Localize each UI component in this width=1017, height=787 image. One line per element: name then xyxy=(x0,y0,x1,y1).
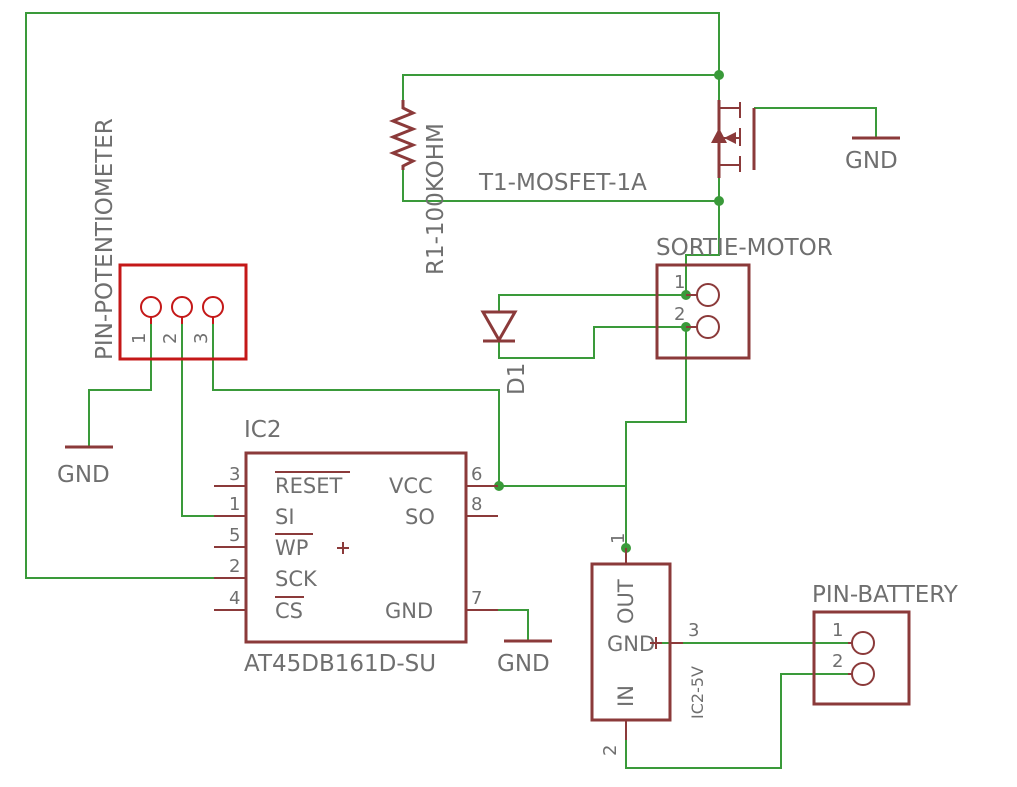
wire-diode-top xyxy=(498,294,686,313)
ic2-pin-name-gnd: GND xyxy=(385,599,433,623)
r1-label: R1-100KOHM xyxy=(423,123,449,275)
mosfet-t1: T1-MOSFET-1A xyxy=(478,100,756,196)
wire-mosfet-source xyxy=(685,178,720,293)
ic2-pin-number: 6 xyxy=(471,464,482,485)
wire-r1-bottom xyxy=(402,170,719,202)
wire-reg-in-battery2 xyxy=(625,673,848,769)
diode-d1: D1 xyxy=(480,310,530,395)
ic2-part-label: AT45DB161D-SU xyxy=(244,651,436,677)
gnd-symbol-mosfet: GND xyxy=(845,136,900,174)
regulator-gnd-label: GND xyxy=(607,632,655,656)
ic2-pin-number: 1 xyxy=(229,494,240,515)
ic2-pin-number: 4 xyxy=(229,588,240,609)
resistor-r1: R1-100KOHM xyxy=(388,100,449,275)
ic2-pin-name-reset: RESET xyxy=(275,474,342,498)
wire-r1-top xyxy=(402,74,719,100)
potentiometer-pin-number: 3 xyxy=(191,333,212,344)
d1-label: D1 xyxy=(504,363,530,395)
wire-diode-bottom xyxy=(498,326,686,359)
ic2-pin-name-sck: SCK xyxy=(275,567,318,591)
junctions xyxy=(494,70,724,553)
regulator-ic2-5v: 1 2 3 OUT GND IN IC2-5V xyxy=(590,533,707,756)
wires xyxy=(25,12,877,769)
mosfet-body-diode xyxy=(711,128,727,143)
potentiometer-pin-number: 1 xyxy=(129,333,150,344)
junction-dot xyxy=(714,70,724,80)
gnd-label: GND xyxy=(845,148,898,174)
pin-battery-label: PIN-BATTERY xyxy=(812,582,959,608)
ic2-pin-number: 5 xyxy=(229,525,240,546)
regulator-pin-number: 1 xyxy=(608,533,629,544)
regulator-pin-number: 3 xyxy=(688,620,699,641)
pin-potentiometer-label: PIN-POTENTIOMETER xyxy=(92,118,118,360)
ic2-pin-number: 2 xyxy=(229,556,240,577)
regulator-in-label: IN xyxy=(614,685,638,707)
t1-label: T1-MOSFET-1A xyxy=(478,170,647,196)
ic2-pin-name-si: SI xyxy=(275,505,295,529)
ic2-pin-number: 7 xyxy=(471,588,482,609)
ic2-pin-name-wp: WP xyxy=(275,536,308,560)
motor-pad-1 xyxy=(696,283,720,307)
potentiometer-pad-2 xyxy=(171,296,193,318)
ic2-pin-number: 8 xyxy=(471,494,482,515)
pin-battery-connector: PIN-BATTERY 1 2 xyxy=(812,582,959,706)
wire-pot3 xyxy=(212,322,500,486)
potentiometer-pad-3 xyxy=(202,296,224,318)
battery-pin-number: 2 xyxy=(832,651,843,672)
potentiometer-pin-number: 2 xyxy=(160,333,181,344)
potentiometer-header-body xyxy=(118,263,248,361)
battery-pad-1 xyxy=(851,631,875,655)
potentiometer-pad-1 xyxy=(140,296,162,318)
junction-dot xyxy=(494,481,504,491)
junction-dot xyxy=(714,196,724,206)
diode-triangle xyxy=(480,310,518,344)
motor-connector-body xyxy=(655,263,751,360)
regulator-pin-number: 2 xyxy=(600,745,621,756)
regulator-part-label: IC2-5V xyxy=(688,666,707,719)
wire-mosfet-gnd xyxy=(754,107,877,137)
pin-potentiometer: PIN-POTENTIOMETER 1 2 3 xyxy=(92,118,248,361)
battery-pin-number: 1 xyxy=(832,620,843,641)
ic2-pin-number: 3 xyxy=(229,464,240,485)
gnd-symbol-ic2: GND xyxy=(497,639,552,677)
motor-pin-number: 1 xyxy=(674,272,685,293)
battery-connector-body xyxy=(812,610,911,706)
wire-motor-to-vcc xyxy=(625,327,687,548)
regulator-out-label: OUT xyxy=(614,579,638,624)
wire-top-loop xyxy=(25,12,720,579)
wire-ic2-gnd xyxy=(467,609,529,640)
gnd-label: GND xyxy=(497,651,550,677)
ic2-pin-name-so: SO xyxy=(405,505,435,529)
ic2-chip: IC2 3 1 5 2 4 RESET SI WP SCK CS 6 8 7 V… xyxy=(214,417,498,677)
motor-pad-2 xyxy=(696,315,720,339)
ic2-pin-name-cs: CS xyxy=(275,599,303,623)
gnd-symbol-left: GND xyxy=(57,445,113,488)
wire-pot2-si xyxy=(181,322,220,517)
ic2-label: IC2 xyxy=(244,417,281,443)
mosfet-arrow xyxy=(724,132,736,144)
sortie-motor-connector: SORTIE-MOTOR 1 2 xyxy=(655,235,833,360)
wire-pot1-gnd xyxy=(88,322,152,446)
motor-pin-number: 2 xyxy=(674,304,685,325)
resistor-zigzag xyxy=(388,100,418,170)
sortie-motor-label: SORTIE-MOTOR xyxy=(656,235,833,261)
gnd-label: GND xyxy=(57,462,110,488)
battery-pad-2 xyxy=(851,662,875,686)
ic2-pin-name-vcc: VCC xyxy=(389,474,433,498)
